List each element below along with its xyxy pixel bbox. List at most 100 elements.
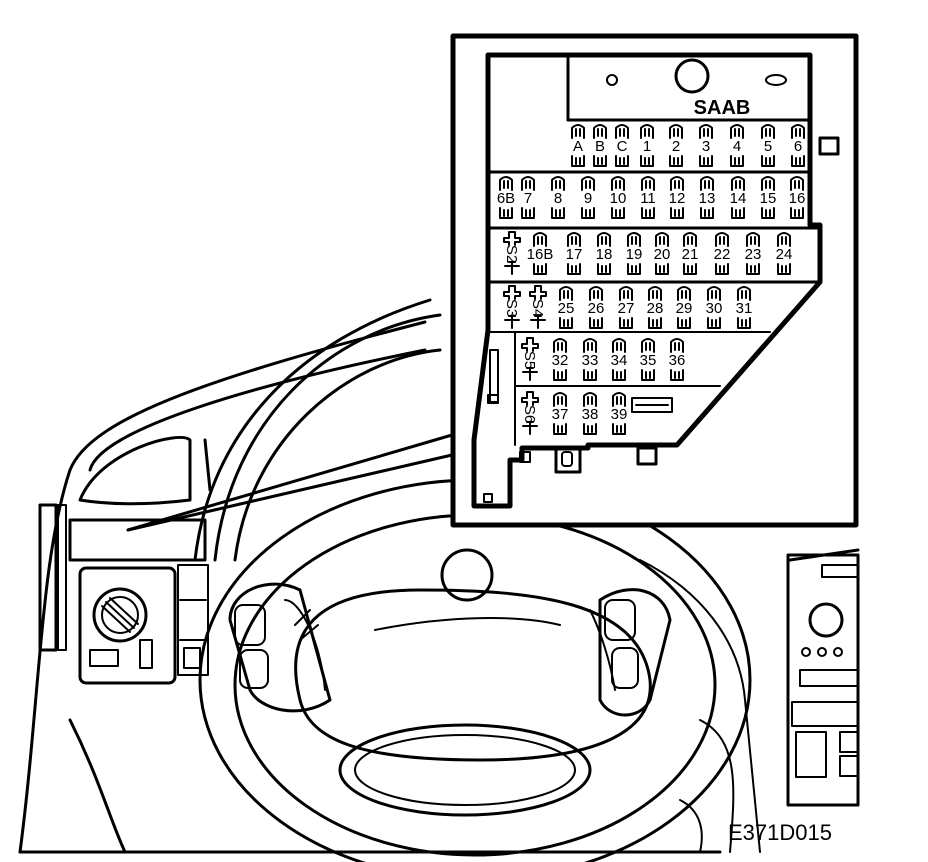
- fuse-terminal-icon: [670, 207, 684, 219]
- fuse-20: 20: [654, 232, 671, 275]
- fuse-terminal-icon: [567, 263, 581, 275]
- fuse-terminal-icon: [700, 207, 714, 219]
- fuse-s6: S6: [521, 391, 539, 435]
- fuse-terminal-icon: [567, 232, 581, 247]
- fuse-terminal-icon: [583, 338, 597, 353]
- fuse-terminal-icon: [648, 286, 662, 301]
- fuse-39: 39: [611, 392, 627, 435]
- fuse-label: S3: [503, 299, 520, 317]
- fuse-label: A: [573, 138, 583, 155]
- fuse-terminal-icon: [670, 176, 684, 191]
- fuse-label: 15: [760, 190, 777, 207]
- fuse-22: 22: [714, 232, 731, 275]
- fuse-30: 30: [706, 286, 723, 329]
- fuse-11: 11: [640, 176, 656, 219]
- fuse-label: 5: [764, 138, 772, 155]
- fuse-label: 30: [706, 300, 723, 317]
- fuse-label: 18: [596, 246, 613, 263]
- fuse-25: 25: [558, 286, 575, 329]
- fuse-27: 27: [618, 286, 634, 329]
- fuse-23: 23: [745, 232, 761, 275]
- fuse-24: 24: [776, 232, 793, 275]
- fuse-terminal-icon: [731, 207, 745, 219]
- fuse-19: 19: [626, 232, 642, 275]
- fuse-terminal-icon: [611, 207, 625, 219]
- fuse-29: 29: [676, 286, 692, 329]
- fuse-label: 4: [733, 138, 741, 155]
- fuse-terminal-icon: [730, 155, 744, 167]
- fuse-terminal-icon: [761, 207, 775, 219]
- fuse-terminal-icon: [641, 207, 655, 219]
- fuse-terminal-icon: [791, 124, 805, 139]
- fuse-terminal-icon: [791, 155, 805, 167]
- fuse-s5: S5: [521, 337, 539, 381]
- fuse-terminal-icon: [641, 369, 655, 381]
- fuse-terminal-icon: [683, 263, 697, 275]
- saab-logo-text: SAAB: [694, 97, 751, 119]
- fuse-c: C: [615, 124, 629, 167]
- fuse-terminal-icon: [619, 286, 633, 301]
- fuse-label: 22: [714, 246, 731, 263]
- fuse-6b: 6B: [497, 176, 515, 219]
- fuse-terminal-icon: [593, 155, 607, 167]
- fuse-13: 13: [699, 176, 715, 219]
- fuse-16b: 16B: [527, 232, 553, 275]
- fuse-terminal-icon: [737, 286, 751, 301]
- fuse-terminal-icon: [700, 176, 714, 191]
- fuse-label: 35: [640, 352, 657, 369]
- fuse-terminal-icon: [746, 232, 760, 247]
- fuse-label: 37: [552, 406, 569, 423]
- fuse-terminal-icon: [612, 423, 626, 435]
- fuse-terminal-icon: [677, 286, 691, 301]
- fuse-label: 34: [611, 352, 628, 369]
- fuse-terminal-icon: [533, 263, 547, 275]
- figure-code: E371D015: [728, 820, 832, 845]
- fuse-terminal-icon: [761, 176, 775, 191]
- fuse-1: 1: [640, 124, 654, 167]
- fuse-label: 25: [558, 300, 575, 317]
- leader-lines: [126, 433, 454, 532]
- fuse-terminal-icon: [707, 286, 721, 301]
- fuse-terminal-icon: [615, 124, 629, 139]
- fuse-terminal-icon: [589, 317, 603, 329]
- fuse-terminal-icon: [551, 176, 565, 191]
- fuse-label: 38: [582, 406, 599, 423]
- fuse-terminal-icon: [521, 176, 535, 191]
- fuse-label: B: [595, 138, 605, 155]
- fuse-3: 3: [699, 124, 713, 167]
- fuse-31: 31: [736, 286, 752, 329]
- fuse-label: 16: [789, 190, 806, 207]
- fuse-label: 12: [669, 190, 686, 207]
- fuse-terminal-icon: [715, 263, 729, 275]
- fuse-7: 7: [521, 176, 535, 219]
- fuse-16: 16: [789, 176, 806, 219]
- fuse-terminal-icon: [761, 155, 775, 167]
- fuse-terminal-icon: [777, 232, 791, 247]
- fuse-terminal-icon: [612, 392, 626, 407]
- spare-fuse-icon: [529, 285, 547, 329]
- fuse-terminal-icon: [583, 369, 597, 381]
- fuse-label: 24: [776, 246, 793, 263]
- fuse-35: 35: [640, 338, 657, 381]
- fuse-terminal-icon: [619, 317, 633, 329]
- fuse-terminal-icon: [627, 232, 641, 247]
- fuse-terminal-icon: [612, 369, 626, 381]
- fuse-terminal-icon: [627, 263, 641, 275]
- fuse-terminal-icon: [571, 124, 585, 139]
- fuse-b: B: [593, 124, 607, 167]
- fuse-4: 4: [730, 124, 744, 167]
- fuse-terminal-icon: [737, 317, 751, 329]
- fuse-terminal-icon: [699, 155, 713, 167]
- fuse-18: 18: [596, 232, 613, 275]
- fuse-terminal-icon: [593, 124, 607, 139]
- fuse-terminal-icon: [707, 317, 721, 329]
- fuse-32: 32: [552, 338, 568, 381]
- fuse-10: 10: [610, 176, 626, 219]
- fuse-terminal-icon: [715, 232, 729, 247]
- fuse-terminal-icon: [648, 317, 662, 329]
- fuse-2: 2: [669, 124, 683, 167]
- fuse-label: 20: [654, 246, 671, 263]
- fuse-terminal-icon: [790, 207, 804, 219]
- fuse-terminal-icon: [730, 124, 744, 139]
